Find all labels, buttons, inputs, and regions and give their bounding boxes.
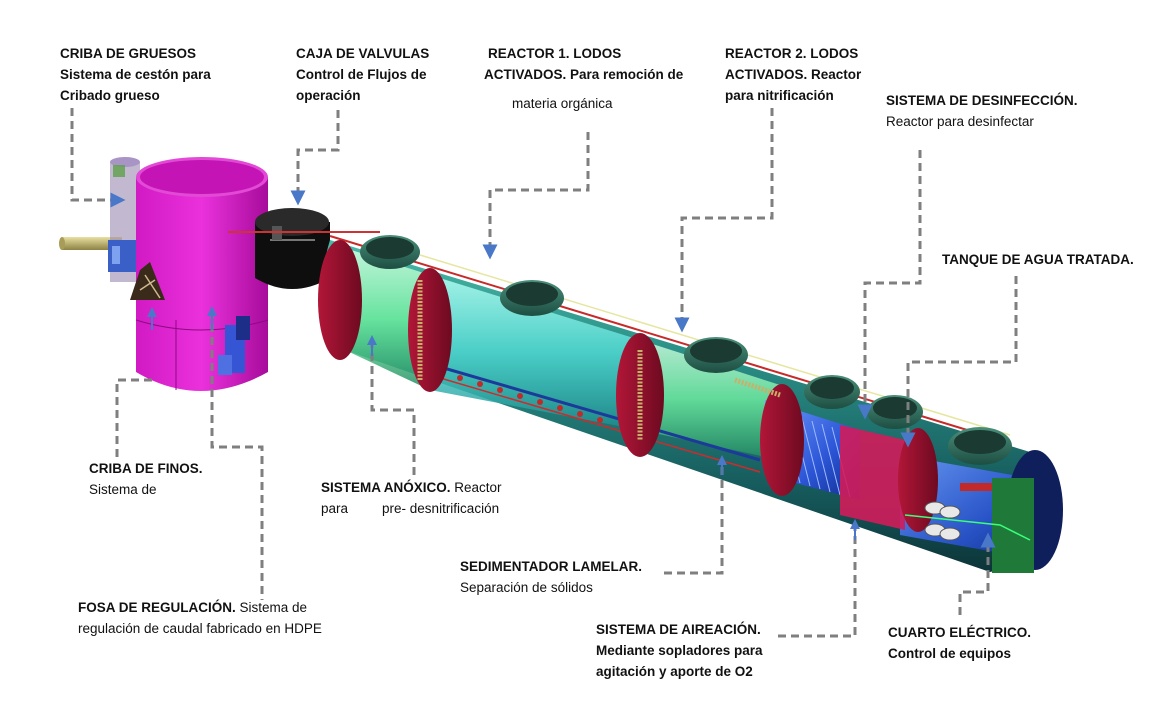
caja-valvulas-line3: operación: [296, 88, 361, 103]
caja-valvulas-line2: Control de Flujos de: [296, 67, 427, 82]
reactor2-title: REACTOR 2. LODOS: [725, 46, 859, 61]
label-caja-valvulas: CAJA DE VALVULAS Control de Flujos de op…: [296, 43, 429, 106]
criba-gruesos-title: CRIBA DE GRUESOS: [60, 46, 197, 61]
coarse-screen-cylinder: [108, 157, 140, 282]
tanque-tratada-title: TANQUE DE AGUA TRATADA.: [942, 252, 1134, 267]
cuarto-electrico-title: CUARTO ELÉCTRICO.: [888, 625, 1032, 640]
anoxico-desc: Reactor: [454, 480, 502, 495]
reactor2-line2: ACTIVADOS. Reactor: [725, 67, 862, 82]
upward-arrows: [147, 306, 860, 540]
label-sedimentador: SEDIMENTADOR LAMELAR. Separación de sóli…: [460, 556, 642, 598]
caja-valvulas-title: CAJA DE VALVULAS: [296, 46, 430, 61]
sedimentador-title: SEDIMENTADOR LAMELAR.: [460, 559, 642, 574]
flex-pipes: [417, 280, 781, 440]
label-reactor2: REACTOR 2. LODOS ACTIVADOS. Reactor para…: [725, 43, 861, 106]
anoxico-title: SISTEMA ANÓXICO.: [321, 480, 451, 495]
sedimentador-line2: Separación de sólidos: [460, 580, 593, 595]
cuarto-electrico-line2: Control de equipos: [888, 646, 1011, 661]
manhole-rings: [360, 235, 1012, 465]
anoxico-line2b: pre- desnitrificación: [382, 501, 500, 516]
reactor2-line3: para nitrificación: [725, 88, 834, 103]
aireacion-line2: Mediante sopladores para: [596, 643, 763, 658]
criba-finos-line2: Sistema de: [89, 482, 157, 497]
fosa-line2: regulación de caudal fabricado en HDPE: [78, 621, 322, 636]
label-criba-finos: CRIBA DE FINOS. Sistema de: [89, 458, 203, 500]
reactor1-line2: ACTIVADOS. Para remoción de: [484, 67, 684, 82]
aireacion-title: SISTEMA DE AIREACIÓN.: [596, 622, 761, 637]
label-tanque-tratada: TANQUE DE AGUA TRATADA.: [942, 249, 1134, 270]
desinfeccion-title: SISTEMA DE DESINFECCIÓN.: [886, 93, 1078, 108]
label-aireacion: SISTEMA DE AIREACIÓN. Mediante sopladore…: [596, 619, 763, 682]
label-desinfeccion: SISTEMA DE DESINFECCIÓN. Reactor para de…: [886, 90, 1078, 132]
criba-gruesos-line3: Cribado grueso: [60, 88, 160, 103]
label-fosa: FOSA DE REGULACIÓN. Sistema de regulació…: [78, 597, 322, 639]
anoxico-line2a: para: [321, 501, 349, 516]
electrical-room: [904, 478, 1034, 573]
criba-finos-title: CRIBA DE FINOS.: [89, 461, 203, 476]
criba-gruesos-line2: Sistema de cestón para: [60, 67, 211, 82]
label-criba-gruesos: CRIBA DE GRUESOS Sistema de cestón para …: [60, 43, 211, 106]
aireacion-line3: agitación y aporte de O2: [596, 664, 753, 679]
leader-lines: [70, 108, 1018, 638]
reactor1-line3: materia orgánica: [512, 96, 613, 111]
reactor1-title: REACTOR 1. LODOS: [488, 46, 622, 61]
valve-box: [255, 208, 330, 289]
fosa-desc: Sistema de: [239, 600, 308, 615]
fosa-title: FOSA DE REGULACIÓN.: [78, 600, 236, 615]
desinfeccion-line2: Reactor para desinfectar: [886, 114, 1034, 129]
regulation-tank: [130, 157, 269, 391]
inlet-pipe: [59, 237, 122, 250]
label-reactor1: REACTOR 1. LODOS ACTIVADOS. Para remoció…: [484, 43, 683, 114]
label-anoxico: SISTEMA ANÓXICO. Reactor para pre- desnit…: [321, 477, 502, 519]
label-cuarto-electrico: CUARTO ELÉCTRICO. Control de equipos: [888, 622, 1031, 664]
